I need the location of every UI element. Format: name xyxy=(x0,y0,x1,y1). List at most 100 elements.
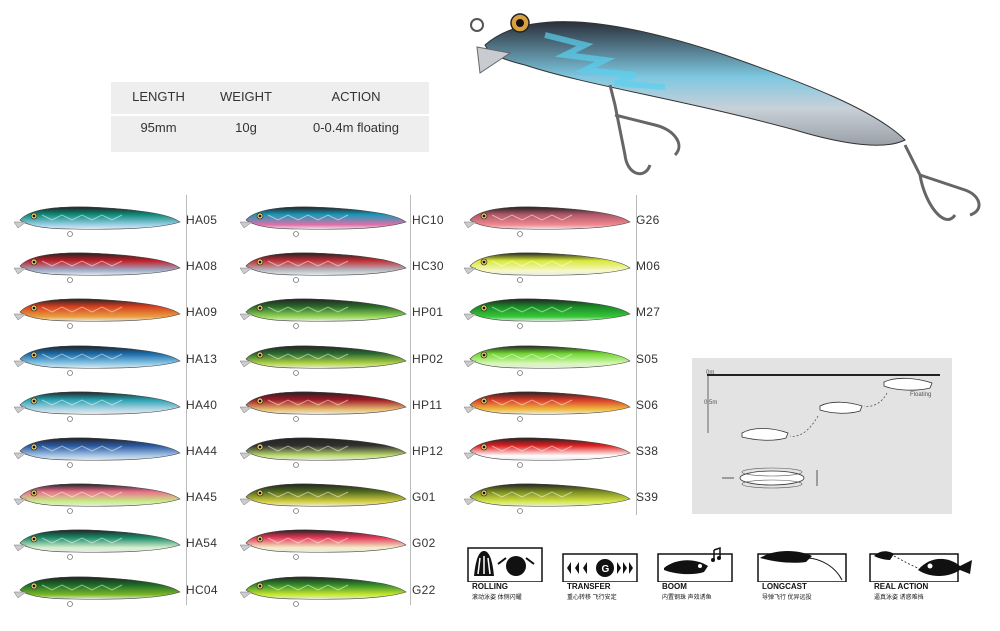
lure-image xyxy=(463,206,631,237)
lure-ha40: HA40 xyxy=(12,383,237,429)
lure-image xyxy=(463,298,631,330)
lure-color-code: HA40 xyxy=(186,397,218,412)
column-divider-1 xyxy=(186,195,187,605)
lure-ha45: HA45 xyxy=(12,475,237,521)
spec-value-row: 95mm 10g 0-0.4m floating xyxy=(111,120,429,142)
lure-s06: S06 xyxy=(462,383,687,429)
lure-ha08: HA08 xyxy=(12,244,237,290)
depth-label-bottom: 0.5m xyxy=(704,400,718,406)
lure-image xyxy=(463,345,631,376)
lure-g01: G01 xyxy=(238,475,463,521)
lure-color-code: HA54 xyxy=(186,536,218,551)
spec-value-length: 95mm xyxy=(140,120,177,135)
lure-image xyxy=(239,483,407,515)
lure-color-code: M06 xyxy=(636,259,661,274)
lure-color-code: HA44 xyxy=(186,444,218,458)
hero-lure-image xyxy=(470,13,981,221)
lure-color-code: HP01 xyxy=(412,305,444,320)
lure-g22: G22 xyxy=(238,568,463,614)
spec-header-action: ACTION xyxy=(331,89,381,104)
feature-transfer: G TRANSFER 重心转移 飞行安定 xyxy=(561,546,639,606)
lure-ha13: HA13 xyxy=(12,337,237,383)
lure-ha05: HA05 xyxy=(12,198,237,244)
lure-image xyxy=(13,437,181,468)
lure-s38: S38 xyxy=(462,429,687,475)
lure-s39: S39 xyxy=(462,475,687,521)
lure-g02: G02 xyxy=(238,521,463,567)
lure-m27: M27 xyxy=(462,290,687,336)
real-action-icon xyxy=(869,551,972,582)
feature-name: LONGCAST xyxy=(762,582,807,591)
feature-desc: 内置钢珠 声效诱鱼 xyxy=(662,595,712,601)
lure-image xyxy=(463,483,631,515)
lure-color-code: HP12 xyxy=(412,444,444,458)
spec-value-weight: 10g xyxy=(235,120,257,135)
lure-color-code: HA08 xyxy=(186,259,218,274)
lure-image xyxy=(239,391,407,422)
column-divider-2 xyxy=(410,195,411,605)
lure-hc30: HC30 xyxy=(238,244,463,290)
lure-color-code: HA09 xyxy=(186,305,218,320)
lure-image xyxy=(13,206,181,237)
lure-g26: G26 xyxy=(462,198,687,244)
lure-ha54: HA54 xyxy=(12,521,237,567)
spec-header-length: LENGTH xyxy=(132,89,185,104)
lure-image xyxy=(239,576,407,607)
lure-image xyxy=(13,391,181,422)
feature-boom: BOOM 内置钢珠 声效诱鱼 xyxy=(656,546,734,606)
lure-color-code: HA05 xyxy=(186,213,218,227)
lure-color-code: G01 xyxy=(412,490,436,505)
svg-text:G: G xyxy=(602,564,610,575)
column-divider-3 xyxy=(636,195,637,515)
lure-image xyxy=(13,298,181,330)
action-diagram: 0m 0.5m Floating xyxy=(692,358,952,514)
lure-image xyxy=(13,576,181,607)
lure-hp12: HP12 xyxy=(238,429,463,475)
rolling-icon xyxy=(467,547,543,582)
floating-label: Floating xyxy=(910,392,932,398)
lure-ha09: HA09 xyxy=(12,290,237,336)
transfer-icon: G xyxy=(562,553,638,582)
lure-image xyxy=(463,252,631,284)
feature-rolling: ROLLING 滚动泳姿 体侧闪耀 xyxy=(466,546,544,606)
lure-image xyxy=(463,437,631,468)
lure-color-code: HC10 xyxy=(412,213,444,227)
lure-color-code: HC30 xyxy=(412,259,444,274)
lure-color-code: G22 xyxy=(412,582,436,597)
lure-color-code: S39 xyxy=(636,490,659,505)
lure-image xyxy=(13,252,181,284)
feature-name: REAL ACTION xyxy=(874,582,929,591)
lure-color-code: G02 xyxy=(412,536,436,551)
lure-hp01: HP01 xyxy=(238,290,463,336)
lure-image xyxy=(13,483,181,515)
lure-color-code: HP11 xyxy=(412,397,443,412)
lure-color-code: G26 xyxy=(636,213,660,227)
feature-longcast: LONGCAST 导弹飞行 优异远投 xyxy=(756,546,847,606)
depth-label-top: 0m xyxy=(706,370,715,376)
lure-color-code: M27 xyxy=(636,305,661,320)
spec-value-action: 0-0.4m floating xyxy=(313,120,399,135)
lure-color-code: HC04 xyxy=(186,582,218,597)
feature-real-action: REAL ACTION 逼真泳姿 诱惑难挡 xyxy=(868,546,972,606)
longcast-icon xyxy=(757,551,847,582)
spec-header-weight: WEIGHT xyxy=(220,89,272,104)
feature-name: BOOM xyxy=(662,582,687,591)
lure-color-code: S06 xyxy=(636,397,659,412)
lure-color-code: HA13 xyxy=(186,351,218,366)
lure-image xyxy=(239,529,407,561)
lure-image xyxy=(239,437,407,468)
lure-hp11: HP11 xyxy=(238,383,463,429)
lure-image xyxy=(239,206,407,237)
lure-color-code: S05 xyxy=(636,351,659,366)
lure-m06: M06 xyxy=(462,244,687,290)
lure-image xyxy=(13,529,181,561)
lure-s05: S05 xyxy=(462,337,687,383)
spec-header-row: LENGTH WEIGHT ACTION xyxy=(111,89,429,111)
feature-name: TRANSFER xyxy=(567,582,611,591)
lure-hc10: HC10 xyxy=(238,198,463,244)
diagram-drawing xyxy=(707,374,940,489)
lure-hc04: HC04 xyxy=(12,568,237,614)
feature-desc: 重心转移 飞行安定 xyxy=(567,595,617,601)
lure-image xyxy=(13,345,181,376)
feature-desc: 逼真泳姿 诱惑难挡 xyxy=(874,595,924,601)
